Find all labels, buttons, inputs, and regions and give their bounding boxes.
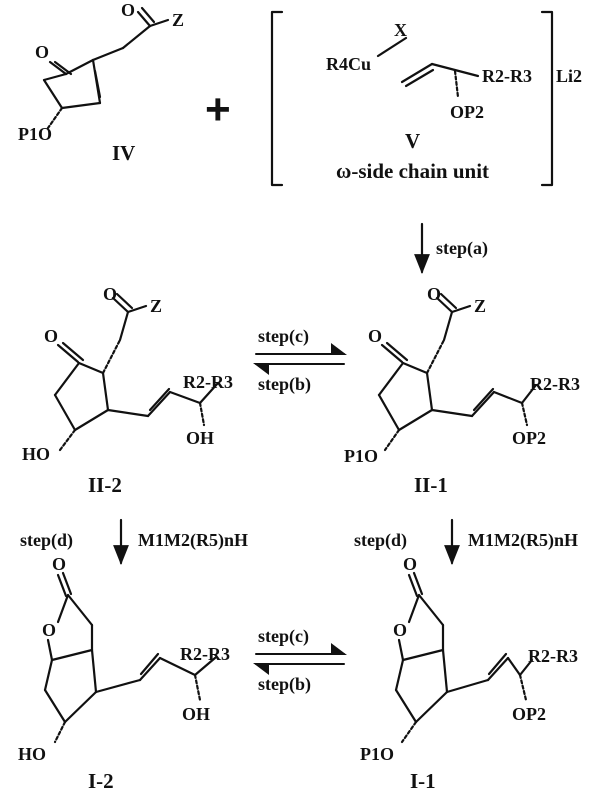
atom-o: O bbox=[368, 326, 382, 346]
atom-p1o: P1O bbox=[360, 744, 394, 764]
compound-label-i-2: I-2 bbox=[88, 769, 114, 793]
side-chain-caption: ω-side chain unit bbox=[336, 159, 489, 183]
compound-ii-1-structure bbox=[377, 292, 538, 452]
atom-li2: Li2 bbox=[556, 66, 582, 86]
reagent-label-left: M1M2(R5)nH bbox=[138, 530, 248, 551]
atom-oh: OH bbox=[186, 428, 214, 448]
compound-label-i-1: I-1 bbox=[410, 769, 436, 793]
atom-r4cu: R4Cu bbox=[326, 54, 371, 74]
plus-sign: + bbox=[205, 85, 231, 134]
atom-r2-r3: R2-R3 bbox=[482, 66, 532, 86]
atom-o: O bbox=[44, 326, 58, 346]
atom-z: Z bbox=[150, 296, 162, 316]
atom-o: O bbox=[403, 554, 417, 574]
atom-z: Z bbox=[172, 10, 184, 30]
atom-r2-r3: R2-R3 bbox=[530, 374, 580, 394]
atom-o: O bbox=[121, 0, 135, 20]
step-b-label-top: step(b) bbox=[258, 374, 311, 395]
step-d-label-right: step(d) bbox=[354, 530, 407, 551]
atom-o: O bbox=[42, 620, 56, 640]
atom-r2-r3: R2-R3 bbox=[183, 372, 233, 392]
step-c-label-top: step(c) bbox=[258, 326, 309, 347]
atom-ho: HO bbox=[22, 444, 50, 464]
atom-op2: OP2 bbox=[512, 428, 546, 448]
atom-p1o: P1O bbox=[18, 124, 52, 144]
compound-iv-structure bbox=[42, 6, 170, 130]
compound-i-2-structure bbox=[43, 571, 217, 744]
reagent-v-structure bbox=[270, 10, 554, 187]
atom-o: O bbox=[52, 554, 66, 574]
atom-o: O bbox=[427, 284, 441, 304]
compound-label-iv: IV bbox=[112, 141, 135, 165]
atom-o: O bbox=[103, 284, 117, 304]
step-a-label: step(a) bbox=[436, 238, 488, 259]
atom-op2: OP2 bbox=[450, 102, 484, 122]
step-d-label-left: step(d) bbox=[20, 530, 73, 551]
compound-label-ii-1: II-1 bbox=[414, 473, 448, 497]
atom-op2: OP2 bbox=[512, 704, 546, 724]
atom-ho: HO bbox=[18, 744, 46, 764]
compound-i-1-structure bbox=[394, 571, 534, 744]
compound-label-v: V bbox=[405, 129, 420, 153]
atom-p1o: P1O bbox=[344, 446, 378, 466]
atom-oh: OH bbox=[182, 704, 210, 724]
compound-ii-2-structure bbox=[53, 292, 220, 452]
atom-z: Z bbox=[474, 296, 486, 316]
step-c-label-bottom: step(c) bbox=[258, 626, 309, 647]
atom-o: O bbox=[35, 42, 49, 62]
atom-o: O bbox=[393, 620, 407, 640]
atom-r2-r3: R2-R3 bbox=[180, 644, 230, 664]
atom-x: X bbox=[394, 20, 407, 40]
step-b-label-bottom: step(b) bbox=[258, 674, 311, 695]
compound-label-ii-2: II-2 bbox=[88, 473, 122, 497]
reagent-label-right: M1M2(R5)nH bbox=[468, 530, 578, 551]
atom-r2-r3: R2-R3 bbox=[528, 646, 578, 666]
